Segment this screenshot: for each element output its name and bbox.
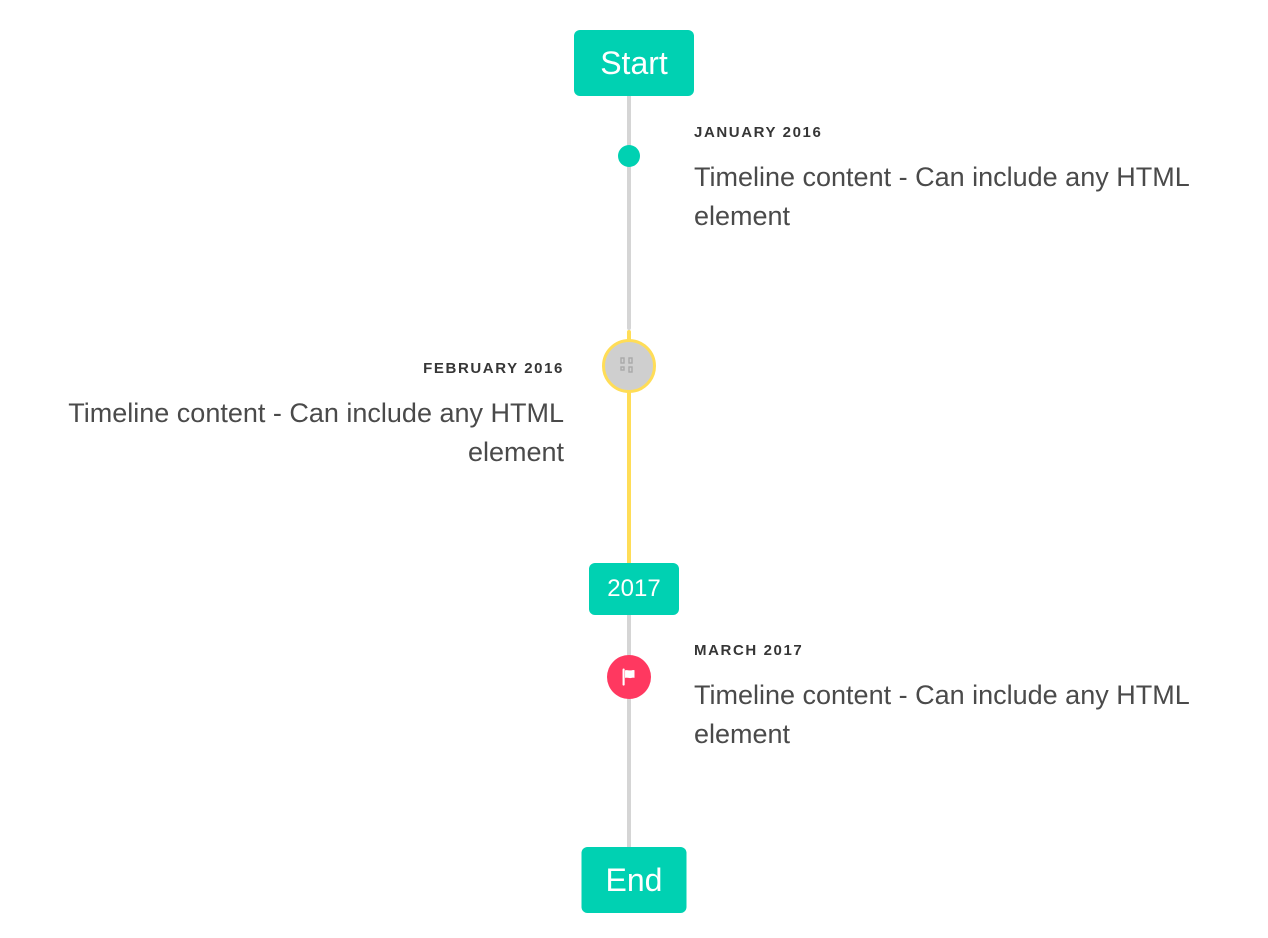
timeline-header-badge-start[interactable]: Start: [574, 30, 694, 96]
timeline-item-body: Timeline content - Can include any HTML …: [694, 680, 1189, 750]
timeline-item-right-spacer: [629, 358, 1258, 472]
timeline-marker-image-february-2016[interactable]: [602, 339, 656, 393]
timeline-item-january-2016: JANUARY 2016 Timeline content - Can incl…: [0, 122, 1268, 236]
timeline-axis-segment-gray-top: [627, 92, 631, 330]
timeline-item-heading: FEBRUARY 2016: [423, 360, 564, 377]
timeline-marker-dot-january-2016[interactable]: [618, 145, 640, 167]
timeline-item-body: Timeline content - Can include any HTML …: [68, 398, 564, 468]
timeline-item-march-2017: MARCH 2017 Timeline content - Can includ…: [0, 640, 1268, 754]
timeline-axis-segment-gray-bottom: [627, 612, 631, 850]
timeline-item-heading: MARCH 2017: [694, 642, 804, 659]
timeline-item-left-spacer: [0, 122, 629, 236]
timeline-item-left-spacer: [0, 640, 629, 754]
timeline-footer-label: End: [605, 862, 663, 898]
timeline-item-heading: JANUARY 2016: [694, 124, 823, 141]
timeline-item-content-february-2016: FEBRUARY 2016 Timeline content - Can inc…: [0, 358, 629, 472]
timeline-item-content-january-2016: JANUARY 2016 Timeline content - Can incl…: [629, 122, 1258, 236]
timeline-header-label: Start: [600, 45, 668, 81]
timeline-axis-segment-yellow: [627, 330, 631, 565]
timeline-item-february-2016: FEBRUARY 2016 Timeline content - Can inc…: [0, 339, 1268, 472]
broken-image-icon: [620, 357, 633, 373]
timeline-footer-badge-end[interactable]: End: [581, 847, 687, 913]
flag-icon: [622, 668, 635, 686]
timeline-divider-badge-2017[interactable]: 2017: [589, 563, 679, 615]
timeline-marker-icon-march-2017[interactable]: [607, 655, 651, 699]
timeline-item-content-march-2017: MARCH 2017 Timeline content - Can includ…: [629, 640, 1258, 754]
timeline-item-body: Timeline content - Can include any HTML …: [694, 162, 1189, 232]
timeline-divider-label: 2017: [607, 575, 661, 602]
